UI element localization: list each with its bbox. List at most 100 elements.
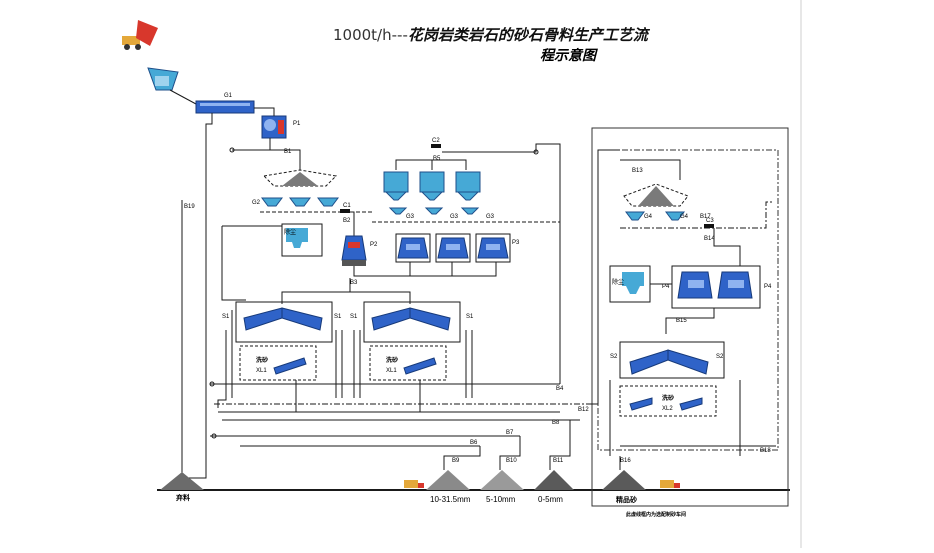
g1-bypass-line bbox=[182, 113, 213, 479]
sand-washer-xl1-a bbox=[239, 345, 317, 381]
label-product-1: 10-31.5mm bbox=[430, 495, 471, 504]
label-xl1-a: XL1 bbox=[256, 368, 267, 374]
label-p1: P1 bbox=[293, 121, 301, 127]
b3-collect-line bbox=[353, 262, 497, 277]
label-xl1-b-cn: 洗砂 bbox=[386, 356, 398, 364]
label-b11: B11 bbox=[553, 458, 564, 464]
label-b12: B12 bbox=[578, 407, 589, 413]
label-b14: B14 bbox=[704, 236, 715, 242]
sand-makers-p4 bbox=[671, 265, 761, 309]
pile-5-10 bbox=[480, 470, 524, 490]
label-xl2: XL2 bbox=[662, 406, 673, 412]
label-b19: B19 bbox=[184, 204, 195, 210]
label-s1-d: S1 bbox=[466, 314, 474, 320]
workshop-note: 此虚线框内为选配制砂车间 bbox=[626, 511, 686, 518]
collection-belts bbox=[210, 383, 590, 447]
magnet-c1 bbox=[340, 209, 350, 213]
b1-to-stockpile-line bbox=[236, 149, 301, 170]
b15-line bbox=[665, 308, 715, 334]
pile-0-5 bbox=[534, 470, 574, 490]
b13-line bbox=[620, 159, 681, 180]
label-b15: B15 bbox=[676, 318, 687, 324]
label-g1: G1 bbox=[224, 93, 233, 99]
b3-to-screens-line bbox=[281, 278, 351, 304]
b2-line bbox=[352, 211, 355, 236]
label-dust2: 除尘 bbox=[612, 278, 624, 286]
label-s1-c: S1 bbox=[350, 314, 358, 320]
label-g4-a: G4 bbox=[644, 214, 653, 220]
b5-distribution-line bbox=[395, 159, 467, 170]
b14-line bbox=[713, 228, 741, 266]
b17-line bbox=[620, 201, 772, 229]
title-line-1: 1000t/h---花岗岩类岩石的砂石骨料生产工艺流 bbox=[333, 26, 651, 44]
label-b5: B5 bbox=[433, 156, 441, 162]
recirc-line-left bbox=[221, 226, 246, 301]
label-product-2: 5-10mm bbox=[486, 495, 516, 504]
label-s1-b: S1 bbox=[334, 314, 342, 320]
screen-group-2 bbox=[363, 301, 461, 343]
pile-fine-sand bbox=[602, 470, 646, 490]
pile-10-31-5 bbox=[426, 470, 470, 490]
label-xl1-a-cn: 洗砂 bbox=[256, 356, 268, 364]
stockpile-1 bbox=[262, 169, 338, 187]
label-b9: B9 bbox=[452, 458, 460, 464]
dust-collector-2 bbox=[609, 265, 651, 303]
label-b13: B13 bbox=[632, 168, 643, 174]
label-p3: P3 bbox=[512, 240, 520, 246]
sand-washer-xl2 bbox=[619, 385, 717, 417]
truck-icon-1 bbox=[404, 480, 424, 488]
title-line-2: 程示意图 bbox=[540, 47, 598, 64]
jaw-crusher-p1 bbox=[261, 115, 287, 139]
b3-to-screens-line-2 bbox=[350, 291, 411, 304]
label-c2: C2 bbox=[432, 138, 440, 144]
cone-crushers-p3 bbox=[395, 233, 511, 263]
cone-crusher-p2 bbox=[341, 235, 367, 266]
label-b6: B6 bbox=[470, 440, 478, 446]
magnet-c2 bbox=[431, 144, 441, 148]
label-b10: B10 bbox=[506, 458, 517, 464]
b12-to-workshop-line bbox=[590, 149, 620, 405]
feeder-g1 bbox=[195, 100, 255, 114]
label-dust1: 除尘 bbox=[284, 228, 296, 236]
feeders-g3 bbox=[388, 207, 480, 215]
b1-belt-line bbox=[232, 138, 271, 151]
label-b8: B8 bbox=[552, 420, 560, 426]
label-g2: G2 bbox=[252, 200, 261, 206]
label-g3-b: G3 bbox=[450, 214, 459, 220]
label-b17: B17 bbox=[700, 214, 711, 220]
label-b1: B1 bbox=[284, 149, 292, 155]
feed-line bbox=[169, 89, 197, 105]
dump-truck-icon bbox=[122, 20, 158, 50]
g1-to-p1-line bbox=[254, 107, 275, 116]
feed-hopper-icon bbox=[147, 67, 179, 91]
b4-return-line bbox=[442, 143, 561, 380]
screen-group-1 bbox=[235, 301, 333, 343]
label-b4: B4 bbox=[556, 386, 564, 392]
sand-workshop-box bbox=[591, 127, 789, 507]
label-s2-a: S2 bbox=[610, 354, 618, 360]
belt-pulley bbox=[209, 381, 215, 387]
stockpile-2 bbox=[623, 183, 689, 207]
feeders-g2 bbox=[261, 197, 339, 207]
truck-icon-2 bbox=[660, 480, 680, 488]
label-s2-b: S2 bbox=[716, 354, 724, 360]
surge-bins bbox=[383, 171, 481, 201]
belt-pulley bbox=[229, 147, 235, 153]
workshop-output-belts bbox=[609, 380, 776, 470]
label-s1-a: S1 bbox=[222, 314, 230, 320]
product-feed-lines bbox=[443, 380, 571, 470]
label-c1: C1 bbox=[343, 203, 351, 209]
label-p2: P2 bbox=[370, 242, 378, 248]
label-b7: B7 bbox=[506, 430, 514, 436]
sand-washer-xl1-b bbox=[369, 345, 447, 381]
label-b2: B2 bbox=[343, 218, 351, 224]
label-xl2-cn: 洗砂 bbox=[662, 394, 674, 402]
label-product-4: 精品砂 bbox=[616, 495, 637, 504]
label-xl1-b: XL1 bbox=[386, 368, 397, 374]
label-g3-a: G3 bbox=[406, 214, 415, 220]
label-c3: C3 bbox=[706, 218, 714, 224]
label-g3-c: G3 bbox=[486, 214, 495, 220]
belt-pulley bbox=[211, 433, 217, 439]
label-b18: B18 bbox=[760, 448, 771, 454]
